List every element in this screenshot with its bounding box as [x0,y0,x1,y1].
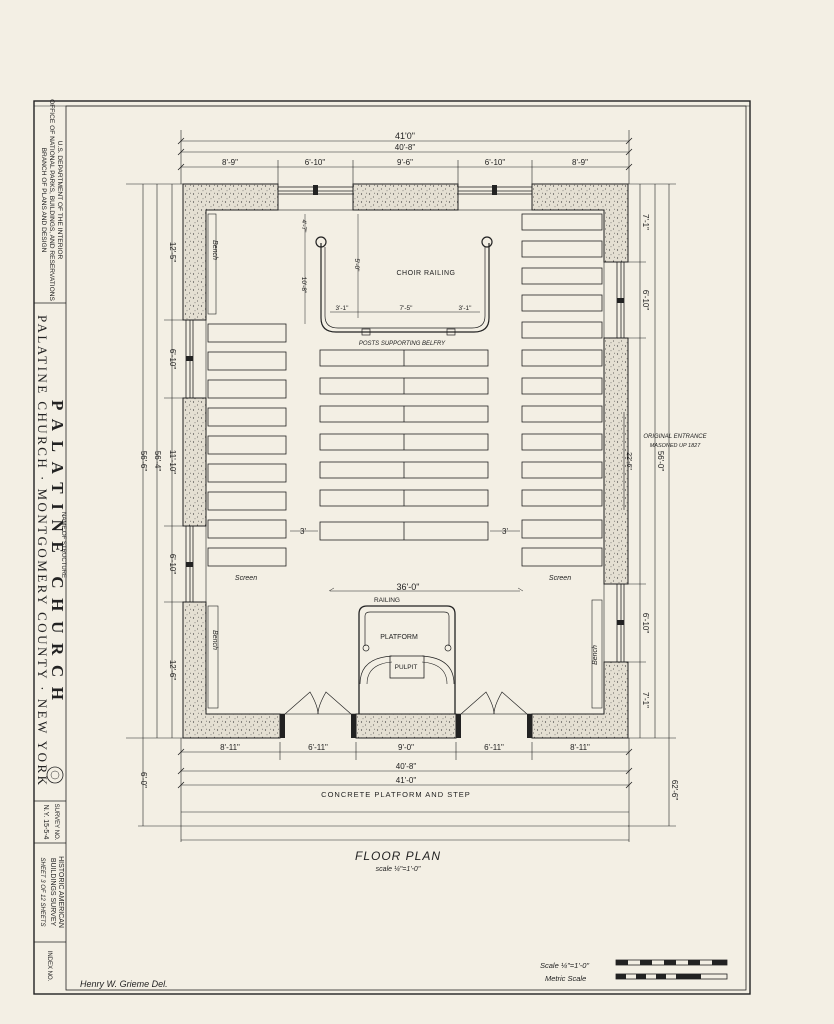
dim-right-mid: 22'-6" [625,452,632,470]
choir-railing [315,236,493,336]
plan-title: FLOOR PLAN [355,849,441,863]
dim-top-seg-5: 8'-9" [572,158,588,167]
dim-bottom-seg-2: 6'-11" [308,743,328,752]
choir-span-3: 3'-1" [459,305,473,312]
survey-no-label: SURVEY NO. [53,804,59,841]
dim-left-seg-2: 6'-10" [168,349,177,370]
outer-border [33,100,751,995]
dim-right-overall: 62'-6" [670,780,679,801]
dim-top-seg-4: 6'-10" [485,158,506,167]
survey-no: N.Y. 15-5-4 [42,805,49,840]
dimension-lines [126,130,676,842]
pews-left [207,323,287,567]
choir-depth-dim: 10'-8" [300,277,307,294]
dim-right-seg-1: 7'-1" [641,214,650,230]
dim-left-seg-3: 11'-10" [168,450,177,474]
habs-line-1: HISTORIC AMERICAN [57,856,64,928]
dim-top-overall: 41'0" [395,131,415,141]
index-block: INDEX NO. [46,951,52,982]
habs-block: HISTORIC AMERICAN BUILDINGS SURVEY SHEET… [39,856,64,928]
choir-span-2: 7'-5" [400,305,414,312]
aisle-right: 3' [502,527,508,536]
dim-left-overall: 56'-6" [139,451,148,472]
dim-bottom-seg-3: 9'-0" [398,743,414,752]
location-line: PALATINE CHURCH · MONTGOMERY COUNTY · NE… [35,315,50,786]
pews-center [319,349,489,541]
original-entrance-2: MASONED UP 1827 [650,443,701,449]
dim-left-seg-1: 12'-5" [168,242,177,263]
structure-caption: NAME OF STRUCTURE [60,512,66,578]
doors [284,691,528,715]
survey-block: SURVEY NO. N.Y. 15-5-4 [42,804,59,841]
dim-left-seg-5: 12'-6" [168,660,177,681]
structure-block: NAME OF STRUCTURE PALATINE CHURCH PALATI… [35,315,67,786]
agency-line-3: BRANCH OF PLANS AND DESIGN [40,148,47,253]
dim-top-seg-1: 8'-9" [222,158,238,167]
floor-plan [126,130,676,842]
masonry-walls [182,183,629,739]
habs-line-2: BUILDINGS SURVEY [49,858,56,927]
dim-bottom-overall: 41'-0" [396,776,417,785]
dim-right-seg-3: 6'-10" [641,613,650,634]
sheet-count: SHEET 3 OF 12 SHEETS [39,858,45,927]
choir-top-dim: 4'-7" [300,220,307,234]
dim-left-seg-4: 6'-10" [168,554,177,575]
railing-width-dim: 36'-0" [397,582,420,592]
dim-left-inner: 56'-4" [153,451,162,472]
pews-right [521,213,603,567]
dim-bottom-inner: 40'-8" [396,762,417,771]
index-no-label: INDEX NO. [46,951,52,982]
choir-span-1: 3'-1" [336,305,350,312]
graphic-scale [615,959,728,980]
agency-line-1: U.S. DEPARTMENT OF THE INTERIOR [56,141,63,260]
agency-line-2: OFFICE OF NATIONAL PARKS, BUILDINGS, AND… [48,99,55,301]
chancel-railing [358,605,456,714]
dim-top-inner: 40'-8" [395,143,416,152]
choir-railing-label: CHOIR RAILING [396,270,455,277]
pulpit-label: PULPIT [395,664,418,671]
dim-left-step: 6'-0" [139,772,148,788]
concrete-label: CONCRETE PLATFORM AND STEP [321,790,471,799]
dim-bottom-seg-4: 6'-11" [484,743,504,752]
dim-bottom-seg-5: 8'-11" [570,743,590,752]
plan-scale: scale ¼"=1'-0" [376,866,421,873]
dim-top-seg-3: 9'-6" [397,158,413,167]
dim-right-seg-4: 7'-1" [641,692,650,708]
scale-label: Scale ¼"=1'-0" [540,961,589,970]
screen-label-left: Screen [235,575,257,582]
bench-label-lr: Bench [592,645,599,665]
dim-right-inner: 56'-0" [656,451,665,472]
agency-block: U.S. DEPARTMENT OF THE INTERIOR OFFICE O… [40,99,63,301]
platform-label: PLATFORM [380,634,418,641]
railing-label: RAILING [374,597,400,604]
original-entrance-1: ORIGINAL ENTRANCE [643,434,707,440]
screen-label-right: Screen [549,575,571,582]
bench-label-ul: Bench [211,240,218,260]
posts-label: POSTS SUPPORTING BELFRY [359,341,446,347]
dim-bottom-seg-1: 8'-11" [220,743,240,752]
metric-scale-label: Metric Scale [545,974,586,983]
dim-top-seg-2: 6'-10" [305,158,326,167]
aisle-left: 3' [300,527,306,536]
choir-height-dim: 5'-0" [353,259,360,273]
plan-labels: 41'0" 40'-8" 8'-9" 6'-10" 9'-6" 6'-10" 8… [139,131,708,873]
dim-right-seg-2: 6'-10" [641,290,650,311]
seal-icon [46,766,64,784]
delineator: Henry W. Grieme Del. [80,979,168,989]
bench-label-ll: Bench [211,630,218,650]
